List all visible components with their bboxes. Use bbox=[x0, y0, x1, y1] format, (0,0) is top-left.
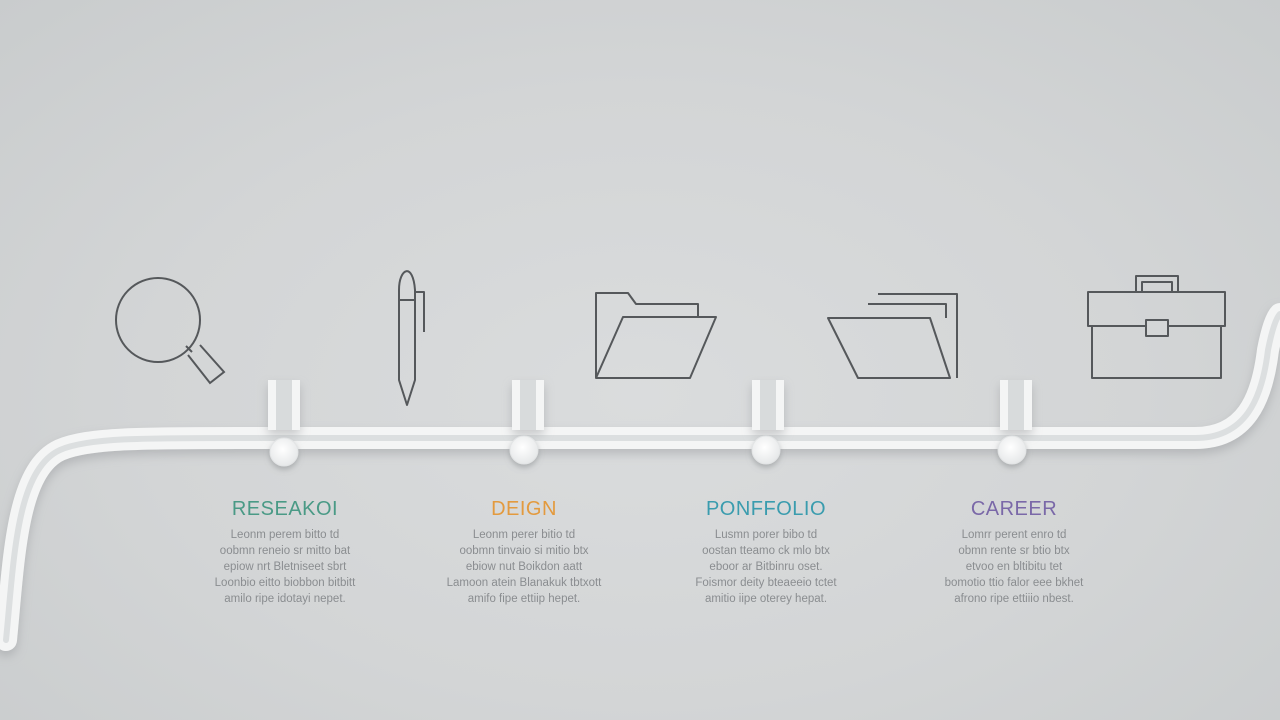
description-line: Lomrr perent enro td bbox=[961, 529, 1067, 541]
description-line: eboor ar Bitbinru oset. bbox=[709, 561, 823, 573]
description-line: Foismor deity bteaeeio tctet bbox=[695, 577, 837, 589]
milestone-dot-design bbox=[509, 435, 539, 465]
description-line: ebiow nut Boikdon aatt bbox=[465, 561, 583, 573]
description-line: obmn rente sr btio btx bbox=[958, 545, 1070, 557]
description-line: epiow nrt Bletniseet sbrt bbox=[223, 561, 347, 573]
description-line: amifo fipe ettiip hepet. bbox=[467, 593, 581, 605]
step-title-portfolio: PONFFOLIO bbox=[705, 498, 827, 520]
step-career: CAREER Lomrr perent enro td obmn rente s… bbox=[909, 497, 1119, 607]
folder-icon bbox=[595, 292, 717, 379]
description-line: Leonm perem bitto td bbox=[230, 529, 340, 541]
timeline-road bbox=[0, 303, 1280, 651]
documents-folder-icon bbox=[827, 293, 958, 379]
description-line: Loonbio eitto biobbon bitbitt bbox=[214, 577, 356, 589]
description-line: oobmn reneio sr mitto bat bbox=[219, 545, 351, 557]
description-line: afrono ripe ettiiio nbest. bbox=[954, 593, 1074, 605]
milestone-dots bbox=[269, 435, 1027, 467]
step-research: RESEAKOI Leonm perem bitto td oobmn rene… bbox=[180, 497, 390, 607]
description-line: amilo ripe idotayi nepet. bbox=[224, 593, 346, 605]
timeline-connectors bbox=[268, 380, 1032, 430]
step-title-career: CAREER bbox=[970, 498, 1058, 520]
step-portfolio: PONFFOLIO Lusmn porer bibo td oostan tte… bbox=[661, 497, 871, 607]
milestone-dot-research bbox=[269, 437, 299, 467]
road-inner-groove bbox=[3, 311, 1280, 643]
description-line: oostan tteamo ck mlo btx bbox=[702, 545, 830, 557]
connector-portfolio bbox=[752, 380, 784, 430]
magnifier-icon bbox=[115, 277, 226, 385]
step-title-design: DEIGN bbox=[491, 498, 557, 520]
description-line: amitio iipe oterey hepat. bbox=[704, 593, 828, 605]
description-line: Lusmn porer bibo td bbox=[714, 529, 818, 541]
connector-design bbox=[512, 380, 544, 430]
briefcase-icon bbox=[1087, 275, 1226, 379]
step-title-research: RESEAKOI bbox=[231, 498, 339, 520]
step-description-career: Lomrr perent enro td obmn rente sr btio … bbox=[909, 527, 1119, 607]
description-line: Lamoon atein Blanakuk tbtxott bbox=[446, 577, 602, 589]
description-line: etvoo en bltibitu tet bbox=[965, 561, 1063, 573]
step-description-design: Leonm perer bitio td oobmn tinvaio si mi… bbox=[419, 527, 629, 607]
pen-icon bbox=[398, 270, 425, 406]
connector-research bbox=[268, 380, 300, 430]
milestone-dot-career bbox=[997, 435, 1027, 465]
description-line: oobmn tinvaio si mitio btx bbox=[459, 545, 589, 557]
step-description-research: Leonm perem bitto td oobmn reneio sr mit… bbox=[180, 527, 390, 607]
step-description-portfolio: Lusmn porer bibo td oostan tteamo ck mlo… bbox=[661, 527, 871, 607]
description-line: bomotio ttio falor eee bkhet bbox=[944, 577, 1084, 589]
description-line: Leonm perer bitio td bbox=[472, 529, 576, 541]
connector-career bbox=[1000, 380, 1032, 430]
step-design: DEIGN Leonm perer bitio td oobmn tinvaio… bbox=[419, 497, 629, 607]
milestone-dot-portfolio bbox=[751, 435, 781, 465]
